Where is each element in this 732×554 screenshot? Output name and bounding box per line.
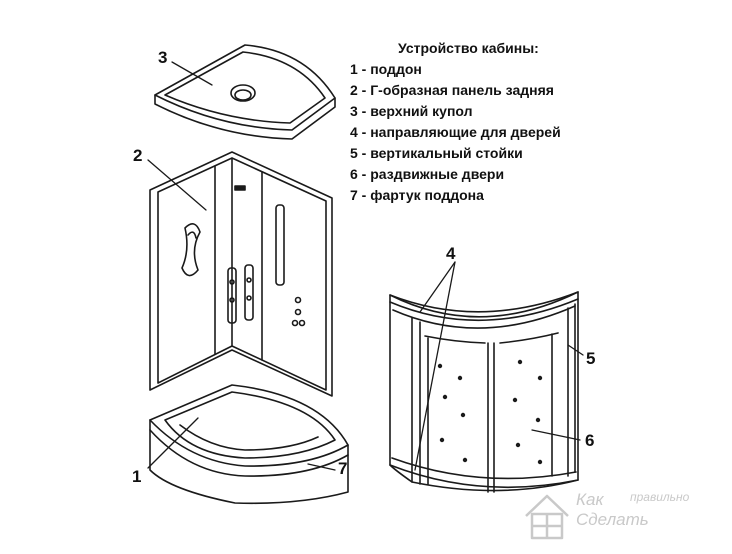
legend-item-4: 4 - направляющие для дверей <box>350 124 561 140</box>
legend-item-1: 1 - поддон <box>350 61 422 77</box>
callout-6: 6 <box>585 431 595 450</box>
legend-item-2: 2 - Г-образная панель задняя <box>350 82 554 98</box>
watermark-word-3: Сделать <box>576 510 649 529</box>
top-dome-part <box>154 44 336 140</box>
watermark-word-1: Как <box>576 490 604 509</box>
legend-item-3: 3 - верхний купол <box>350 103 473 119</box>
legend-item-6: 6 - раздвижные двери <box>350 166 505 182</box>
callout-3: 3 <box>158 48 168 67</box>
legend-title: Устройство кабины: <box>398 40 539 56</box>
callout-1: 1 <box>132 467 142 486</box>
callout-4: 4 <box>446 244 456 263</box>
legend-item-7: 7 - фартук поддона <box>350 187 484 203</box>
legend-item-5: 5 - вертикальный стойки <box>350 145 523 161</box>
house-logo-icon <box>525 494 569 540</box>
back-panel-part <box>149 151 333 397</box>
callout-7: 7 <box>338 459 348 478</box>
callout-5: 5 <box>586 349 596 368</box>
site-watermark: Как правильно Сделать <box>518 484 728 544</box>
watermark-word-2: правильно <box>630 490 690 504</box>
leader-lines <box>147 61 584 471</box>
callout-2: 2 <box>133 146 143 165</box>
tray-part <box>149 384 349 505</box>
sliding-doors-part <box>389 291 579 493</box>
